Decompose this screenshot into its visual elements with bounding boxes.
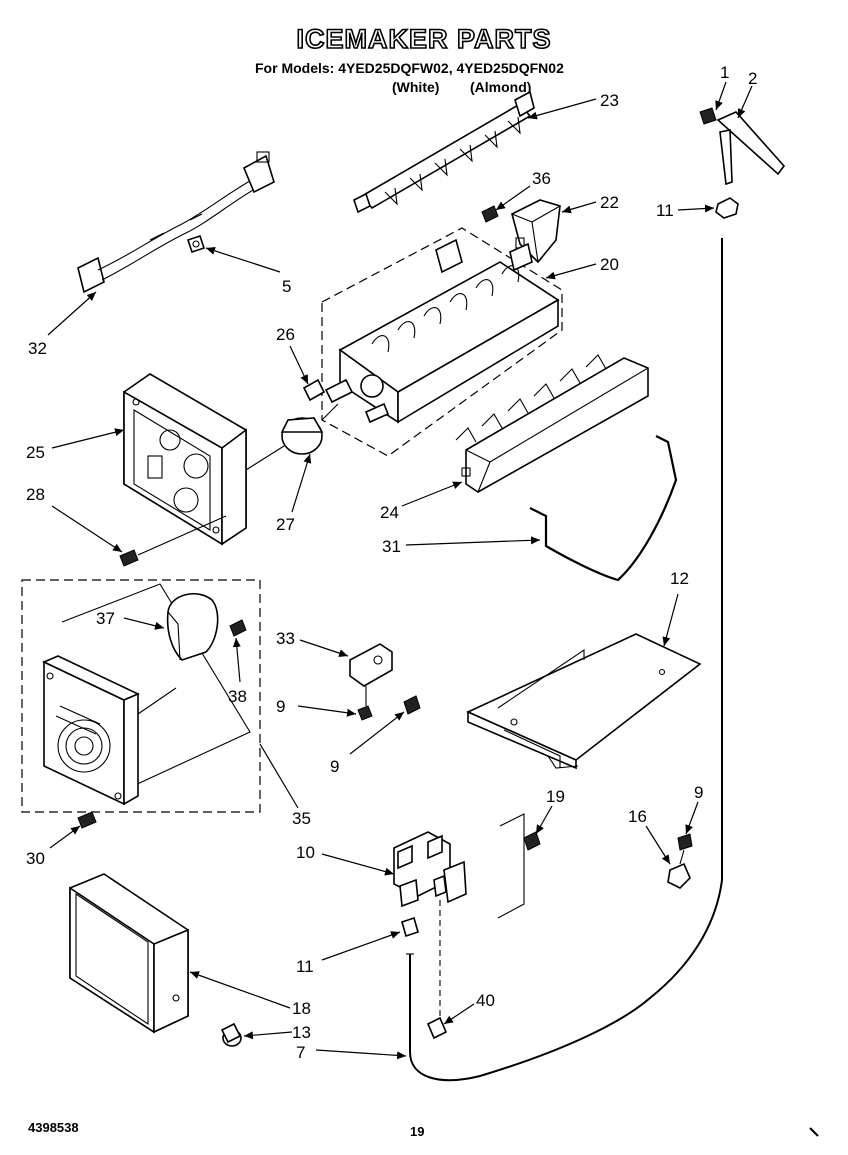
part-37-gear-motor <box>166 592 219 661</box>
callout-20: 20 <box>600 255 619 274</box>
callout-11-lower: 11 <box>296 957 314 976</box>
part-19-screw <box>523 831 541 851</box>
module-assembly-dashed-outline <box>21 579 261 813</box>
page-title: ICEMAKER PARTS <box>296 23 552 55</box>
callout-16: 16 <box>628 807 647 826</box>
variant-almond: (Almond) <box>470 79 532 95</box>
callout-26: 26 <box>276 325 295 344</box>
callout-9-a: 9 <box>276 697 285 716</box>
part-40-nut <box>426 900 448 1040</box>
callout-35: 35 <box>292 809 311 828</box>
callout-2: 2 <box>748 69 757 88</box>
corner-mark <box>809 1127 819 1137</box>
part-27-motor <box>245 403 339 471</box>
callout-25: 25 <box>26 443 45 462</box>
part-9-screw-b <box>403 695 421 715</box>
part-5-clip <box>186 234 206 254</box>
callout-36: 36 <box>532 169 551 188</box>
callout-27: 27 <box>276 515 295 534</box>
part-33-bracket <box>349 643 393 687</box>
callout-labels: 1 2 11 23 36 22 20 5 32 26 25 27 28 24 3… <box>26 63 757 1062</box>
part-25-control-housing <box>123 373 247 546</box>
models-line: For Models: 4YED25DQFW02, 4YED25DQFN02 <box>255 60 564 76</box>
callout-30: 30 <box>26 849 45 868</box>
part-2-fill-tube <box>716 111 786 186</box>
part-36-screw <box>481 205 499 223</box>
part-30-screw <box>77 811 97 829</box>
callout-28: 28 <box>26 485 45 504</box>
callout-9-c: 9 <box>694 783 703 802</box>
callout-33: 33 <box>276 629 295 648</box>
part-11-nut-upper <box>715 197 739 219</box>
callout-1: 1 <box>720 63 729 82</box>
part-23-ejector <box>353 90 535 214</box>
part-31-shutoff-arm <box>529 435 678 582</box>
callout-24: 24 <box>380 503 399 522</box>
part-38-screw <box>229 619 247 637</box>
callout-38: 38 <box>228 687 247 706</box>
variant-white: (White) <box>392 79 440 95</box>
callout-12: 12 <box>670 569 689 588</box>
part-24-stripper <box>455 354 649 493</box>
part-1-screw <box>699 107 717 125</box>
part-35-control-module <box>42 655 177 806</box>
part-10-water-valve <box>393 813 525 919</box>
doc-number: 4398538 <box>28 1120 79 1135</box>
callout-10: 10 <box>296 843 315 862</box>
callout-22: 22 <box>600 193 619 212</box>
part-16-clamp <box>667 862 691 889</box>
part-35-module-cover <box>61 583 251 793</box>
callout-31: 31 <box>382 537 401 556</box>
leader-lines <box>47 81 753 1060</box>
callout-37: 37 <box>96 609 115 628</box>
part-32-wire-harness <box>77 151 275 294</box>
part-18-front-cover <box>69 873 189 1034</box>
part-11-nut-lower <box>401 916 419 938</box>
part-20-mold <box>324 238 560 424</box>
part-9-screw-a <box>357 686 373 721</box>
callout-32: 32 <box>28 339 47 358</box>
part-26-clip <box>302 378 326 402</box>
callout-13: 13 <box>292 1023 311 1042</box>
callout-11-upper: 11 <box>656 201 674 220</box>
part-28-screw <box>119 515 227 567</box>
part-9-screw-c <box>677 833 693 865</box>
callout-5: 5 <box>282 277 291 296</box>
callout-40: 40 <box>476 991 495 1010</box>
callout-19: 19 <box>546 787 565 806</box>
callout-7: 7 <box>296 1043 305 1062</box>
callout-23: 23 <box>600 91 619 110</box>
part-13-plug <box>220 1022 242 1047</box>
page-number: 19 <box>410 1124 425 1139</box>
callout-9-b: 9 <box>330 757 339 776</box>
part-12-mounting-plate <box>466 633 702 770</box>
part-7-water-tube <box>406 238 723 1082</box>
callout-18: 18 <box>292 999 311 1018</box>
